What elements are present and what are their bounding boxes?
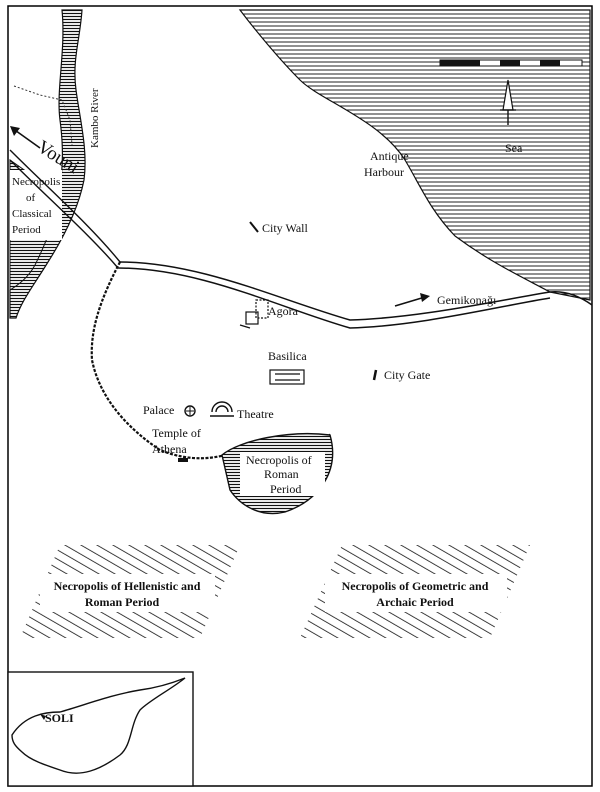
soli-label: SOLI <box>45 711 74 725</box>
kambo-river <box>9 9 86 319</box>
antique-harbour-line1: Antique <box>370 149 409 163</box>
main-road <box>119 261 593 321</box>
theatre-symbol <box>210 401 234 417</box>
temple-of-athena-line2: Athena <box>152 442 187 456</box>
necropolis-classical-line4: Period <box>12 224 41 236</box>
sea-label: Sea <box>505 141 523 155</box>
north-arrow-icon <box>500 79 516 125</box>
theatre-label: Theatre <box>237 407 274 421</box>
vouni-road <box>9 149 121 263</box>
cyprus-outline <box>11 677 186 774</box>
temple-of-athena-line1: Temple of <box>152 426 201 440</box>
necropolis-hellenistic-line1: Necropolis of Hellenistic and <box>54 579 201 593</box>
agora-label: Agora <box>268 304 299 318</box>
necropolis-classical-label-box <box>10 170 62 240</box>
necropolis-classical-line3: Classical <box>12 208 52 220</box>
necropolis-roman-label-box <box>240 452 325 496</box>
antique-harbour-line2: Harbour <box>364 165 404 179</box>
cyprus-inset <box>7 671 194 787</box>
necropolis-classical-line1: Necropolis <box>12 176 60 188</box>
necropolis-hellenistic-line2: Roman Period <box>85 595 160 609</box>
soli-pointer <box>40 714 46 720</box>
palace-symbol <box>184 405 196 417</box>
necropolis-geometric-line1: Necropolis of Geometric and <box>342 579 489 593</box>
basilica-label: Basilica <box>268 349 307 363</box>
kambo-river-label: Kambo River <box>89 88 101 148</box>
city-wall-marker <box>249 221 259 233</box>
city-gate-label: City Gate <box>384 368 430 382</box>
necropolis-roman-line2: Roman <box>264 467 299 481</box>
map-frame <box>7 5 593 787</box>
scale-bar <box>439 59 583 67</box>
city-gate-marker <box>372 369 378 381</box>
necropolis-geometric-line2: Archaic Period <box>376 595 454 609</box>
necropolis-roman-line3: Period <box>270 482 301 496</box>
palace-label: Palace <box>143 403 174 417</box>
necropolis-hellenistic-label-box <box>40 574 215 612</box>
gemikonagi-arrow <box>394 296 426 307</box>
necropolis-geometric-label-box <box>325 574 507 612</box>
agora-symbol <box>239 299 269 329</box>
necropolis-roman-line1: Necropolis of <box>246 453 312 467</box>
necropolis-classical-line2: of <box>26 192 36 204</box>
basilica-symbol <box>269 369 305 385</box>
gemikonagi-label: Gemikonağı <box>437 293 497 307</box>
temple-of-athena-symbol <box>178 458 188 462</box>
sea-area <box>238 9 591 301</box>
city-wall-label: City Wall <box>262 221 308 235</box>
